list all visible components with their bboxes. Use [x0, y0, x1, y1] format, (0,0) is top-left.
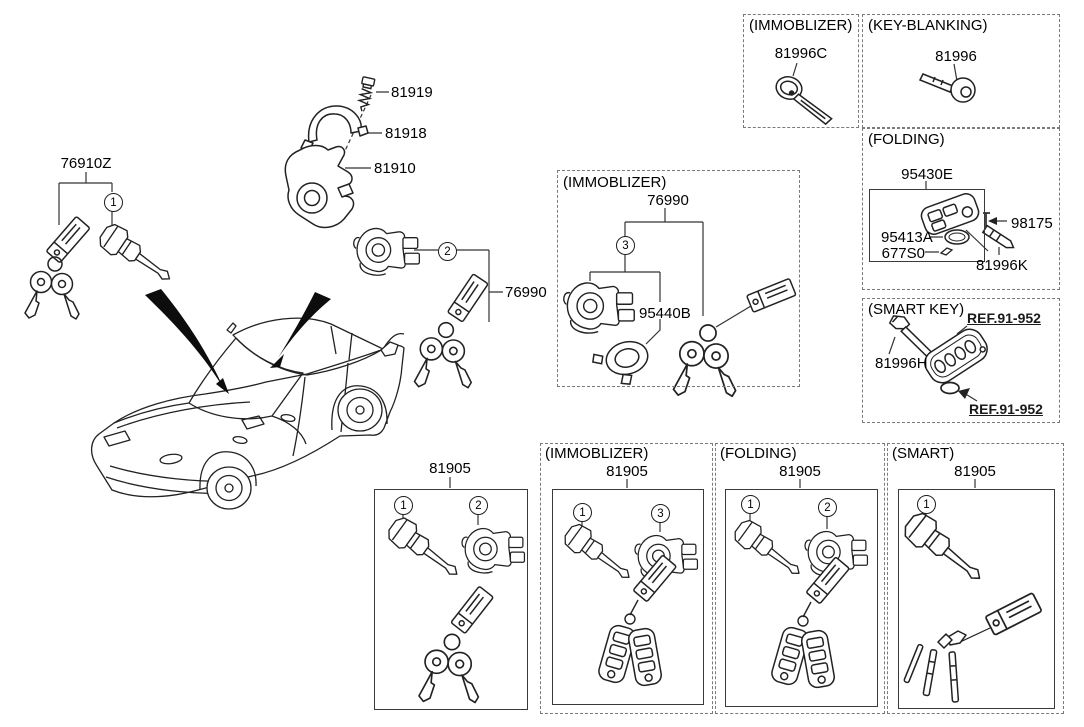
part-label-95440b: 95440B — [639, 305, 691, 322]
part-label-81910: 81910 — [374, 160, 416, 177]
part-label-98175: 98175 — [1011, 215, 1053, 232]
immobilizer-set-box: (IMMOBLIZER) 76990 95440B — [557, 170, 800, 387]
kit4-blade-key-set — [903, 591, 1043, 703]
folding-box: (FOLDING) 95430E 95413A 677S0 98175 8199… — [862, 128, 1060, 290]
kit2-callout-1: 1 — [573, 503, 592, 522]
part-label-76910z: 76910Z — [60, 155, 112, 172]
ref-link-top: REF.91-952 — [967, 310, 1041, 326]
key-blanking-box: (KEY-BLANKING) 81996 — [862, 14, 1060, 128]
immobilizer-key-box: (IMMOBLIZER) 81996C — [743, 14, 859, 128]
kit-folding-title: (FOLDING) — [720, 445, 797, 462]
part-label-81918: 81918 — [385, 125, 427, 142]
kit-immobilizer-title: (IMMOBLIZER) — [545, 445, 649, 462]
key-set-drawing — [413, 273, 489, 389]
part-label-81996c: 81996C — [774, 45, 828, 62]
part-label-95413a: 95413A — [881, 229, 933, 246]
kit3-callout-1: 1 — [741, 495, 760, 514]
part-label-81905-folding: 81905 — [779, 463, 821, 480]
immobilizer-key-box-title: (IMMOBLIZER) — [749, 17, 853, 34]
battery-drawing — [944, 229, 970, 245]
smart-fob-drawing — [924, 328, 988, 384]
immobilizer-set-box-title: (IMMOBLIZER) — [563, 174, 667, 191]
folding-blade-drawing — [981, 224, 1015, 249]
battery-inner — [948, 232, 966, 242]
smart-key-box-title: (SMART KEY) — [868, 301, 965, 318]
folding-transmitter-drawing — [920, 193, 980, 235]
kit-folding-box: (FOLDING) — [715, 443, 885, 714]
kit-immobilizer-inner-box — [552, 489, 704, 705]
kit1-callout-2: 2 — [469, 496, 488, 515]
part-label-81905-standard: 81905 — [429, 460, 471, 477]
callout-3-immobilizer: 3 — [616, 236, 635, 255]
blank-key-drawing — [918, 73, 976, 103]
kit-smart-inner-box — [898, 489, 1055, 709]
antenna-coil-drawing — [592, 340, 649, 385]
folding-box-title: (FOLDING) — [868, 131, 945, 148]
kit-smart-title: (SMART) — [892, 445, 955, 462]
part-label-81919: 81919 — [391, 84, 433, 101]
part-label-81905-smart: 81905 — [954, 463, 996, 480]
door-lock-cylinder-drawing — [94, 219, 180, 291]
lock-housing-drawing — [284, 144, 355, 229]
kit-smart-box: (SMART) — [887, 443, 1064, 714]
kit-immobilizer-box: (IMMOBLIZER) — [540, 443, 713, 714]
folding-inner-box — [869, 189, 985, 262]
clamp-bracket-drawing — [300, 105, 369, 152]
kit4-callout-1: 1 — [917, 495, 936, 514]
part-label-81996k: 81996K — [976, 257, 1028, 274]
part-label-677s0: 677S0 — [881, 245, 925, 262]
kit-folding-inner-box — [725, 489, 878, 707]
callout-2-ignition: 2 — [438, 242, 457, 261]
part-label-81905-immobilizer: 81905 — [606, 463, 648, 480]
smart-key-box: (SMART KEY) REF.91-952 81996H REF.91-952 — [862, 298, 1060, 423]
kit-standard-box — [374, 489, 528, 710]
part-label-76990: 76990 — [505, 284, 547, 301]
car-drawing — [90, 317, 405, 510]
ignition-switch-drawing — [353, 227, 421, 276]
kit1-callout-1: 1 — [394, 496, 413, 515]
key-blanking-box-title: (KEY-BLANKING) — [868, 17, 988, 34]
kit3-callout-2: 2 — [818, 498, 837, 517]
ref-link-bottom: REF.91-952 — [969, 401, 1043, 417]
kit2-callout-3: 3 — [651, 504, 670, 523]
screw-drawing — [356, 76, 376, 112]
callout-1-door-lock: 1 — [104, 193, 123, 212]
clip-drawing — [939, 247, 954, 256]
part-label-81996h: 81996H — [875, 355, 928, 372]
pointer-wedge-arrows — [145, 289, 331, 394]
part-label-95430e: 95430E — [901, 166, 953, 183]
part-label-76990-set: 76990 — [647, 192, 689, 209]
part-label-81996: 81996 — [935, 48, 977, 65]
door-key-set-drawing — [24, 215, 91, 320]
o-ring-drawing — [940, 381, 960, 395]
immobilizer-key-drawing — [775, 76, 833, 126]
